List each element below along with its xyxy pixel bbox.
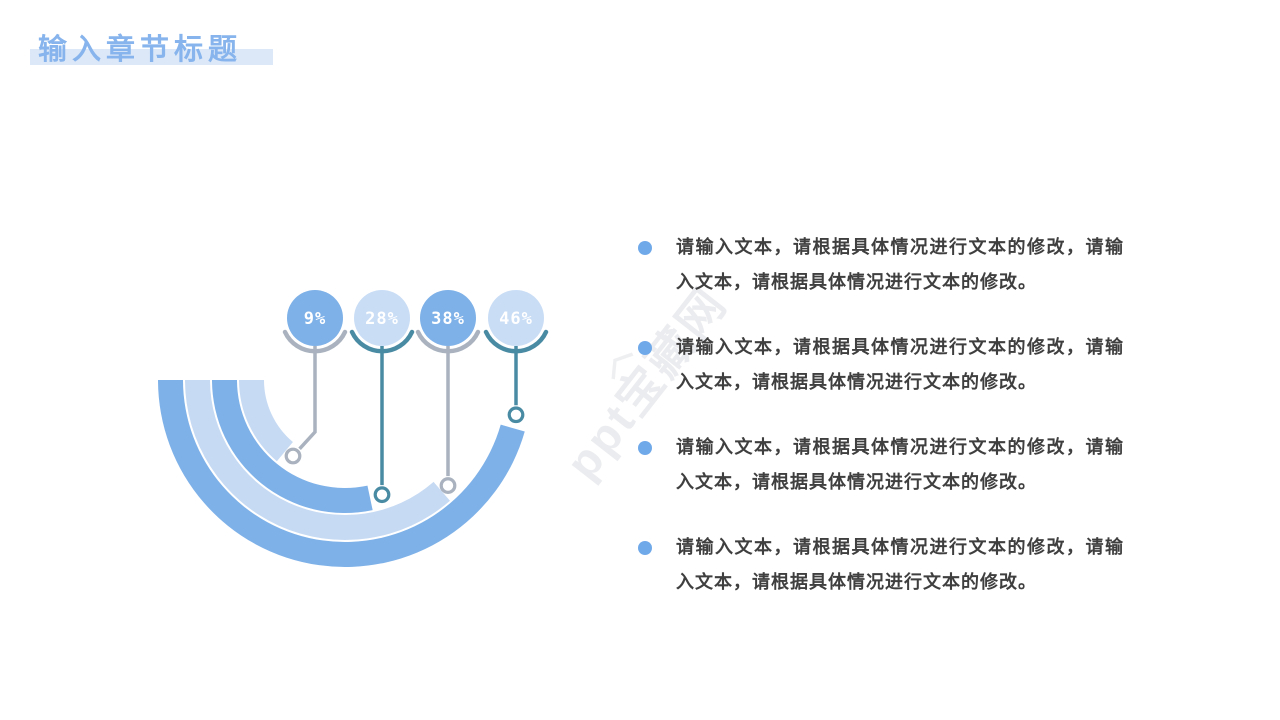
semicircle-percentage-chart[interactable]: 9% 28% 38% 46%	[120, 240, 570, 580]
progress-ring-28%	[212, 380, 373, 513]
bullet-text[interactable]: 请输入文本，请根据具体情况进行文本的修改，请输入文本，请根据具体情况进行文本的修…	[676, 437, 1124, 492]
page-title[interactable]: 输入章节标题	[38, 34, 243, 66]
progress-ring-38%	[185, 380, 450, 540]
bubble-cradle-arc-38%	[415, 329, 481, 354]
connector-endpoint-38%	[439, 477, 457, 494]
connector-endpoint-46%	[507, 406, 525, 424]
connector-endpoint-28%	[373, 486, 391, 504]
percentage-label-38%: 38%	[431, 309, 465, 329]
percentage-bubble-28%	[354, 290, 410, 346]
bullet-dot-icon	[638, 241, 652, 255]
connector-line-9%	[298, 346, 317, 450]
bullet-item-4[interactable]: 请输入文本，请根据具体情况进行文本的修改，请输入文本，请根据具体情况进行文本的修…	[638, 530, 1124, 600]
progress-ring-9%	[239, 380, 293, 462]
percentage-label-9%: 9%	[304, 309, 326, 329]
bullet-item-3[interactable]: 请输入文本，请根据具体情况进行文本的修改，请输入文本，请根据具体情况进行文本的修…	[638, 430, 1124, 500]
bubble-cradle-arc-28%	[349, 329, 415, 354]
bullet-item-1[interactable]: 请输入文本，请根据具体情况进行文本的修改，请输入文本，请根据具体情况进行文本的修…	[638, 230, 1124, 300]
bubble-cradle-arc-9%	[282, 329, 348, 354]
title-highlight-bar	[30, 49, 273, 65]
percentage-bubble-38%	[420, 290, 476, 346]
bullet-text[interactable]: 请输入文本，请根据具体情况进行文本的修改，请输入文本，请根据具体情况进行文本的修…	[676, 337, 1124, 392]
percentage-label-28%: 28%	[365, 309, 399, 329]
connector-endpoint-9%	[284, 447, 302, 465]
bubble-cradle-arc-46%	[483, 329, 549, 354]
bullet-item-2[interactable]: 请输入文本，请根据具体情况进行文本的修改，请输入文本，请根据具体情况进行文本的修…	[638, 330, 1124, 400]
bullet-dot-icon	[638, 441, 652, 455]
progress-ring-46%	[158, 380, 525, 568]
percentage-bubble-9%	[287, 290, 343, 346]
percentage-label-46%: 46%	[499, 309, 533, 329]
chapter-title-block: 输入章节标题	[30, 26, 273, 68]
percentage-bubble-46%	[488, 290, 544, 346]
bullet-text[interactable]: 请输入文本，请根据具体情况进行文本的修改，请输入文本，请根据具体情况进行文本的修…	[676, 537, 1124, 592]
bullet-dot-icon	[638, 341, 652, 355]
bullet-dot-icon	[638, 541, 652, 555]
bullet-text[interactable]: 请输入文本，请根据具体情况进行文本的修改，请输入文本，请根据具体情况进行文本的修…	[676, 237, 1124, 292]
